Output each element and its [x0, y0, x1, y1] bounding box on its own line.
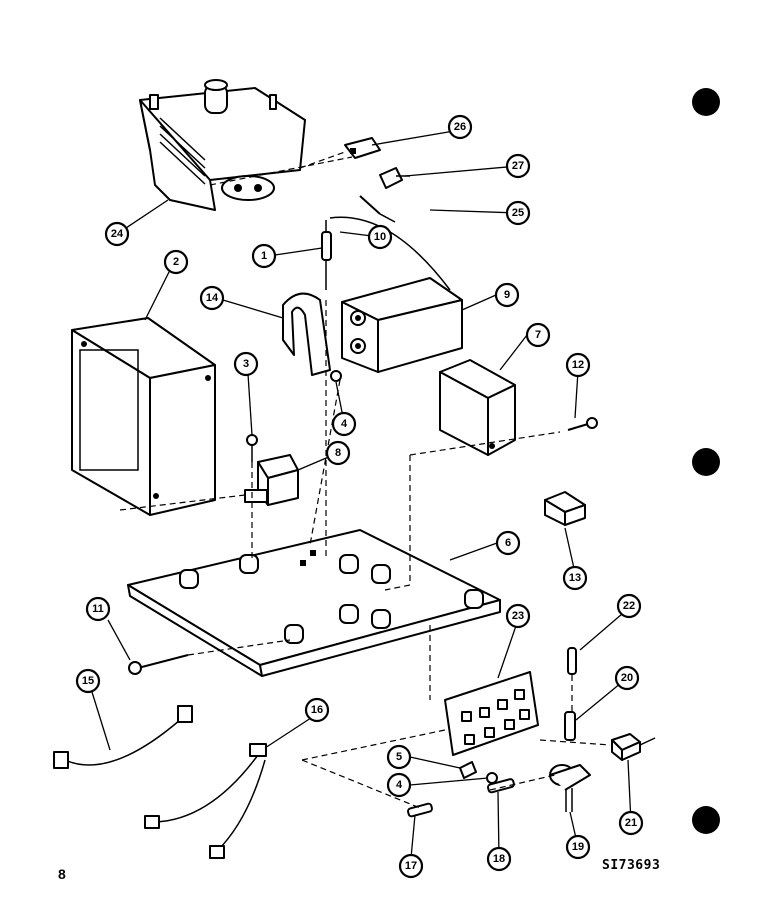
callout-11: 11	[85, 596, 111, 622]
svg-text:17: 17	[405, 860, 417, 872]
wire-harness-16	[144, 743, 267, 859]
callout-4-upper: 4	[331, 411, 357, 437]
callout-18: 18	[486, 846, 512, 872]
svg-text:21: 21	[625, 817, 637, 829]
fuse-holder-20	[564, 711, 576, 741]
callout-7: 7	[525, 322, 551, 348]
hv-capacitor	[341, 277, 463, 373]
base-plate	[127, 529, 501, 677]
svg-text:27: 27	[512, 160, 524, 172]
svg-text:20: 20	[621, 672, 633, 684]
callout-26: 26	[447, 114, 473, 140]
callout-10: 10	[367, 224, 393, 250]
circuit-board	[444, 671, 539, 756]
screw-27	[379, 167, 410, 189]
binder-hole-middle	[692, 448, 720, 476]
screw-12	[567, 417, 598, 431]
part-19	[549, 764, 591, 812]
svg-text:22: 22	[623, 600, 635, 612]
svg-text:10: 10	[374, 231, 386, 243]
callout-5: 5	[386, 744, 412, 770]
screw-3	[246, 434, 258, 462]
callout-27: 27	[505, 153, 531, 179]
wire-25	[359, 195, 396, 223]
binder-hole-top	[692, 88, 720, 116]
binder-hole-bottom	[692, 806, 720, 834]
svg-text:13: 13	[569, 572, 581, 584]
svg-text:8: 8	[335, 447, 341, 459]
svg-text:23: 23	[512, 610, 524, 622]
screw-4-lower	[486, 772, 498, 784]
page-number: 8	[58, 866, 66, 882]
svg-text:12: 12	[572, 359, 584, 371]
svg-text:4: 4	[396, 779, 403, 791]
callout-12: 12	[565, 352, 591, 378]
assembly-dashed-lines	[119, 151, 611, 809]
callout-17: 17	[398, 853, 424, 879]
callout-22: 22	[616, 593, 642, 619]
thermal-cutout	[344, 137, 381, 159]
svg-text:16: 16	[311, 704, 323, 716]
drawing-id: SI73693	[602, 858, 661, 873]
leader-lines	[91, 129, 632, 859]
callout-8: 8	[325, 440, 351, 466]
callout-14: 14	[199, 285, 225, 311]
callout-23: 23	[505, 603, 531, 629]
callout-13: 13	[562, 565, 588, 591]
callout-6: 6	[495, 530, 521, 556]
svg-text:26: 26	[454, 121, 466, 133]
svg-text:11: 11	[92, 603, 104, 615]
svg-text:19: 19	[572, 841, 584, 853]
callout-19: 19	[565, 834, 591, 860]
component-21	[611, 733, 656, 761]
svg-text:14: 14	[206, 292, 219, 304]
hv-diode	[321, 220, 332, 290]
callout-21: 21	[618, 810, 644, 836]
svg-text:24: 24	[111, 228, 124, 240]
callout-25: 25	[505, 200, 531, 226]
callout-16: 16	[304, 697, 330, 723]
svg-text:2: 2	[173, 256, 179, 268]
svg-text:6: 6	[505, 537, 511, 549]
capacitor-bracket	[282, 292, 331, 376]
svg-text:3: 3	[243, 358, 249, 370]
screw-4-upper	[330, 370, 342, 382]
svg-text:18: 18	[493, 853, 505, 865]
svg-text:5: 5	[396, 751, 402, 763]
svg-text:15: 15	[82, 675, 94, 687]
callout-20: 20	[614, 665, 640, 691]
svg-text:9: 9	[504, 289, 510, 301]
svg-text:25: 25	[512, 207, 524, 219]
screw-11	[128, 654, 189, 675]
callout-15: 15	[75, 668, 101, 694]
callout-24: 24	[104, 221, 130, 247]
part-17	[407, 802, 433, 818]
wire-harness-15	[53, 705, 193, 769]
component-8	[244, 454, 299, 506]
svg-text:1: 1	[261, 250, 267, 262]
callout-9: 9	[494, 282, 520, 308]
svg-text:4: 4	[341, 418, 348, 430]
callout-3: 3	[233, 351, 259, 377]
component-7	[439, 359, 516, 456]
clip-5	[459, 761, 477, 779]
callout-2: 2	[163, 249, 189, 275]
svg-text:7: 7	[535, 329, 541, 341]
connector-13	[544, 491, 586, 526]
fuse-22	[567, 647, 577, 675]
transformer	[71, 317, 216, 516]
magnetron	[139, 79, 306, 211]
callout-1: 1	[251, 243, 277, 269]
callout-4-lower: 4	[386, 772, 412, 798]
